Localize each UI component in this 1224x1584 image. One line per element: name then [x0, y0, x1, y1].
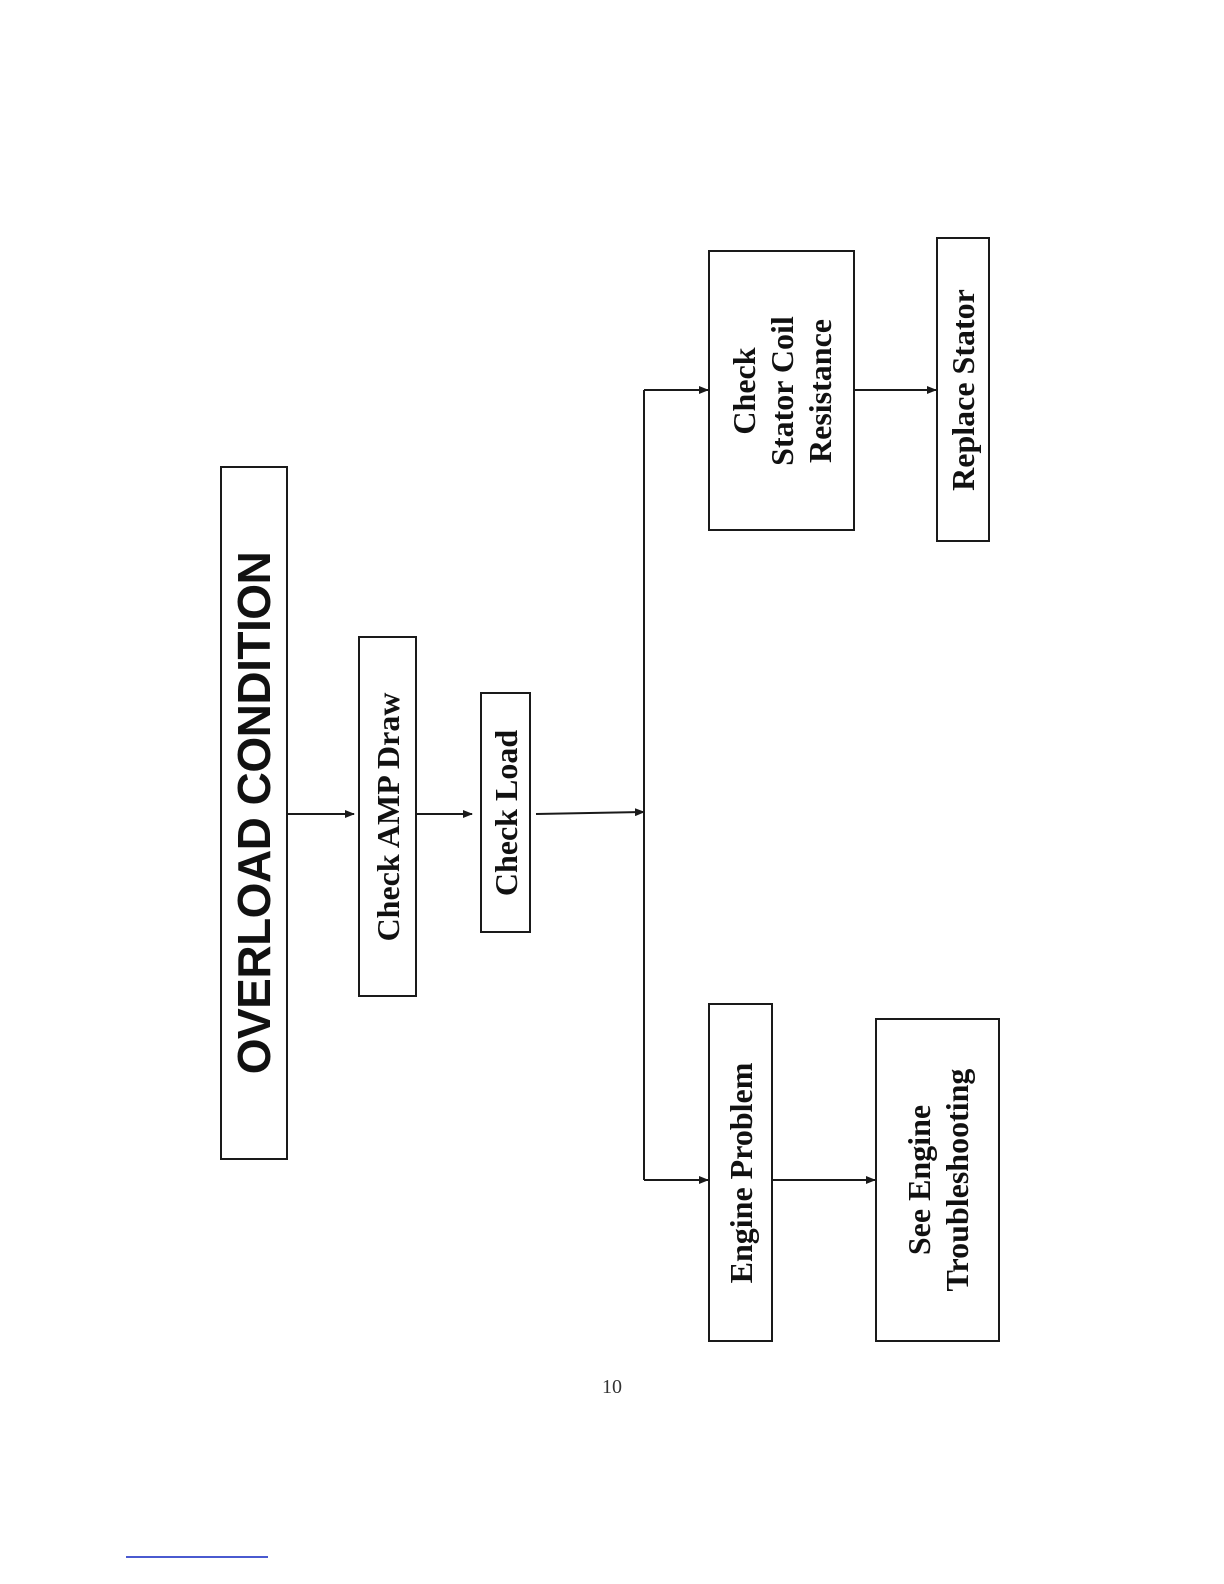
- node-check-amp-draw-label: Check AMP Draw: [369, 692, 407, 941]
- node-overload-condition-line-1: OVERLOAD CONDITION: [228, 552, 280, 1075]
- node-overload-condition: OVERLOAD CONDITION: [220, 466, 288, 1160]
- node-stator-line-3: Resistance: [801, 316, 839, 466]
- node-stator-line-2: Stator Coil: [763, 316, 801, 466]
- node-check-load: Check Load: [480, 692, 531, 933]
- node-check-load-label: Check Load: [487, 729, 525, 895]
- node-replace-stator-line-1: Replace Stator: [944, 289, 982, 491]
- node-check-load-line-1: Check Load: [487, 729, 525, 895]
- node-engine-problem: Engine Problem: [708, 1003, 773, 1342]
- footnote-rule: [126, 1556, 268, 1558]
- node-overload-condition-label: OVERLOAD CONDITION: [228, 552, 280, 1075]
- node-stator-line-1: Check: [725, 316, 763, 466]
- node-see-engine-troubleshooting: See Engine Troubleshooting: [875, 1018, 1000, 1342]
- node-see-engine-line-2: Troubleshooting: [938, 1069, 976, 1292]
- node-replace-stator: Replace Stator: [936, 237, 990, 542]
- page-number: 10: [0, 1376, 1224, 1399]
- node-check-amp-draw-line-1: Check AMP Draw: [369, 692, 407, 941]
- arrow-load-to-branch: [536, 812, 644, 814]
- node-engine-problem-line-1: Engine Problem: [722, 1062, 760, 1283]
- node-see-engine-troubleshooting-label: See Engine Troubleshooting: [900, 1069, 976, 1292]
- node-replace-stator-label: Replace Stator: [944, 289, 982, 491]
- node-see-engine-line-1: See Engine: [900, 1069, 938, 1292]
- node-engine-problem-label: Engine Problem: [722, 1062, 760, 1283]
- node-check-stator-coil-resistance-label: Check Stator Coil Resistance: [725, 316, 839, 466]
- node-check-amp-draw: Check AMP Draw: [358, 636, 417, 997]
- node-check-stator-coil-resistance: Check Stator Coil Resistance: [708, 250, 855, 531]
